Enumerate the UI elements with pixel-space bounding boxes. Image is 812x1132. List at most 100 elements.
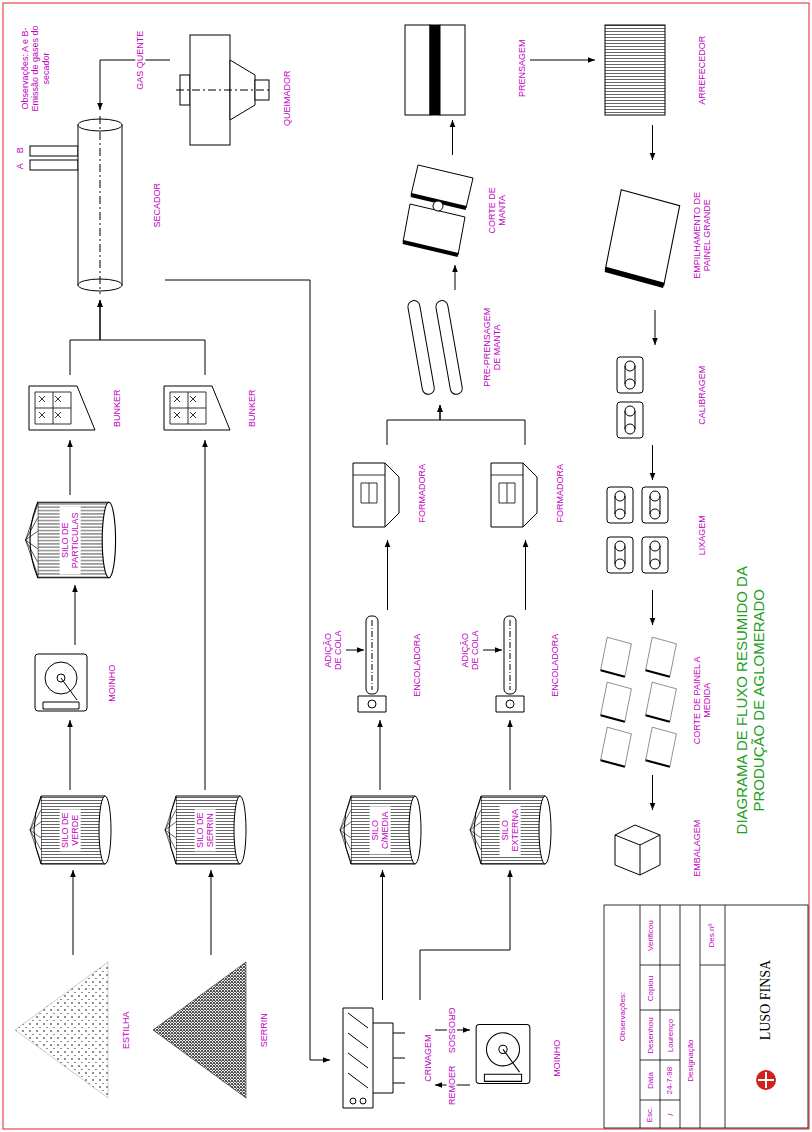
- silo-drawing: [165, 796, 246, 864]
- drawing-frame: [3, 3, 809, 1129]
- mill-drawing: [476, 1025, 530, 1084]
- flow-arrow: [165, 280, 330, 1060]
- material-pile: ESTILHA: [12, 955, 134, 1105]
- flow-label: GROSSOS: [447, 1006, 457, 1054]
- equipment-label: CRIVAGEM: [422, 1034, 432, 1081]
- flow-arrow: [455, 265, 456, 290]
- silo: SILO DE VERDE: [25, 790, 115, 870]
- equipment-label: PRENSAGEM: [517, 39, 527, 97]
- burner: QUEIMADOR: [170, 15, 295, 180]
- equipment-label: SILO EXTERNA: [500, 805, 521, 855]
- title-block-cell: Esc.: [645, 1106, 654, 1122]
- forming-drawing: [491, 463, 537, 527]
- equipment-label: SERRIN: [259, 1013, 269, 1047]
- title-block-cell: Observações:: [618, 991, 627, 1040]
- title-block-cell: Designação: [686, 1039, 695, 1081]
- flow-arrow: [525, 540, 526, 610]
- equipment-label: ESTILHA: [121, 1011, 131, 1049]
- equipment-label: BUNKER: [112, 389, 122, 427]
- package-drawing: [615, 825, 660, 875]
- panel-stacker: EMPILHAMENTO DE PAINEL GRANDE: [595, 160, 715, 310]
- cooler-drawing: [605, 25, 665, 115]
- panel-drawing: [601, 682, 632, 722]
- flow-label: GAS QUENTE: [135, 30, 145, 91]
- glue-label: ADIÇÃO DE COLA: [323, 629, 344, 671]
- glue-blender: ENCOLADORA: [350, 610, 425, 720]
- roller-unit: [642, 487, 668, 523]
- title-block-grid: [604, 905, 808, 1128]
- diagram-title: DIAGRAMA DE FLUXO RESUMIDO DA PRODUÇÃO D…: [733, 565, 768, 835]
- emission-label: A: [15, 163, 25, 169]
- equipment-label: MOINHO: [552, 1039, 562, 1076]
- equipment-label: ENCOLADORA: [550, 634, 560, 697]
- forming-station: FORMADORA: [483, 445, 568, 540]
- silo-drawing: [26, 502, 116, 578]
- cooler: ARREFECEDOR: [595, 15, 710, 125]
- flow-arrow: [70, 720, 71, 790]
- calibrating-sander: CALIBRAGEM: [595, 345, 710, 445]
- glue-leader: [346, 650, 364, 651]
- title-block-cell: Data: [645, 1072, 654, 1089]
- glue-leader: [483, 650, 502, 651]
- roller-unit: [642, 537, 668, 573]
- flow-arrow: [211, 870, 212, 955]
- equipment-label: PRE-PRENSAGEM DE MANTA: [481, 305, 502, 389]
- mill-drawing: [35, 654, 87, 711]
- title-block-cell: Copiou: [646, 975, 655, 1000]
- press: PRENSAGEM: [395, 15, 530, 120]
- glue-blender: ENCOLADORA: [488, 610, 563, 720]
- equipment-label: CORTE DE PAINEL A MEDIDA: [691, 654, 712, 746]
- press-drawing: [405, 25, 465, 115]
- equipment-label: CORTE DE MANTA: [486, 185, 507, 235]
- silo: SILO EXTERNA: [465, 790, 555, 870]
- roller-unit: [607, 487, 633, 523]
- roller-unit: [617, 402, 643, 438]
- flow-arrow: [510, 720, 511, 790]
- title-block-cell: 24-7-98: [665, 1066, 674, 1094]
- equipment-label: EMPILHAMENTO DE PAINEL GRANDE: [691, 185, 712, 285]
- company-logo: [756, 1070, 776, 1090]
- dryer: SECADOR: [70, 110, 165, 300]
- mill: MOINHO: [30, 645, 120, 720]
- silo-drawing: [340, 796, 421, 864]
- flow-arrow: [530, 60, 595, 61]
- flow-arrow: [440, 405, 525, 445]
- silo: SILO DE SERRIN: [160, 790, 250, 870]
- flow-arrow: [652, 445, 653, 480]
- sawdust-pile: [153, 962, 246, 1098]
- flow-arrow: [420, 870, 510, 1000]
- flow-arrow: [380, 720, 381, 790]
- flow-arrow: [382, 870, 383, 1000]
- panel-drawing: [646, 727, 677, 767]
- roller-unit: [617, 357, 643, 393]
- emission-label: B: [15, 147, 25, 153]
- panel-saw: CORTE DE PAINEL A MEDIDA: [590, 625, 715, 775]
- screen-drawing: [343, 1008, 405, 1108]
- bunker: BUNKER: [160, 375, 260, 440]
- silo: SILO C/MEDIA: [335, 790, 425, 870]
- packaging: EMBALAGEM: [605, 810, 705, 885]
- mill: MOINHO: [470, 1005, 565, 1110]
- mat-cut-drawing: [403, 165, 473, 255]
- panel-drawing: [601, 637, 632, 677]
- forming-station: FORMADORA: [345, 445, 430, 540]
- material-pile: SERRIN: [150, 955, 272, 1105]
- equipment-label: FORMADORA: [417, 463, 427, 522]
- panel-drawing: [601, 727, 632, 767]
- glue-label: ADIÇÃO DE COLA: [460, 629, 481, 671]
- title-block-cell: Desenhou: [646, 1017, 655, 1053]
- chip-pile: [15, 962, 108, 1098]
- flow-arrow: [70, 300, 100, 375]
- flow-arrow: [100, 300, 205, 375]
- pre-press: PRE-PRENSAGEM DE MANTA: [405, 290, 505, 405]
- equipment-label: LIXAGEM: [697, 515, 707, 555]
- bunker-drawing: [29, 386, 95, 430]
- bunker-drawing: [164, 386, 230, 430]
- mat-cutter: CORTE DE MANTA: [395, 155, 510, 265]
- flow-arrow: [652, 125, 653, 160]
- equipment-label: FORMADORA: [555, 463, 565, 522]
- equipment-label: SECADOR: [152, 183, 162, 228]
